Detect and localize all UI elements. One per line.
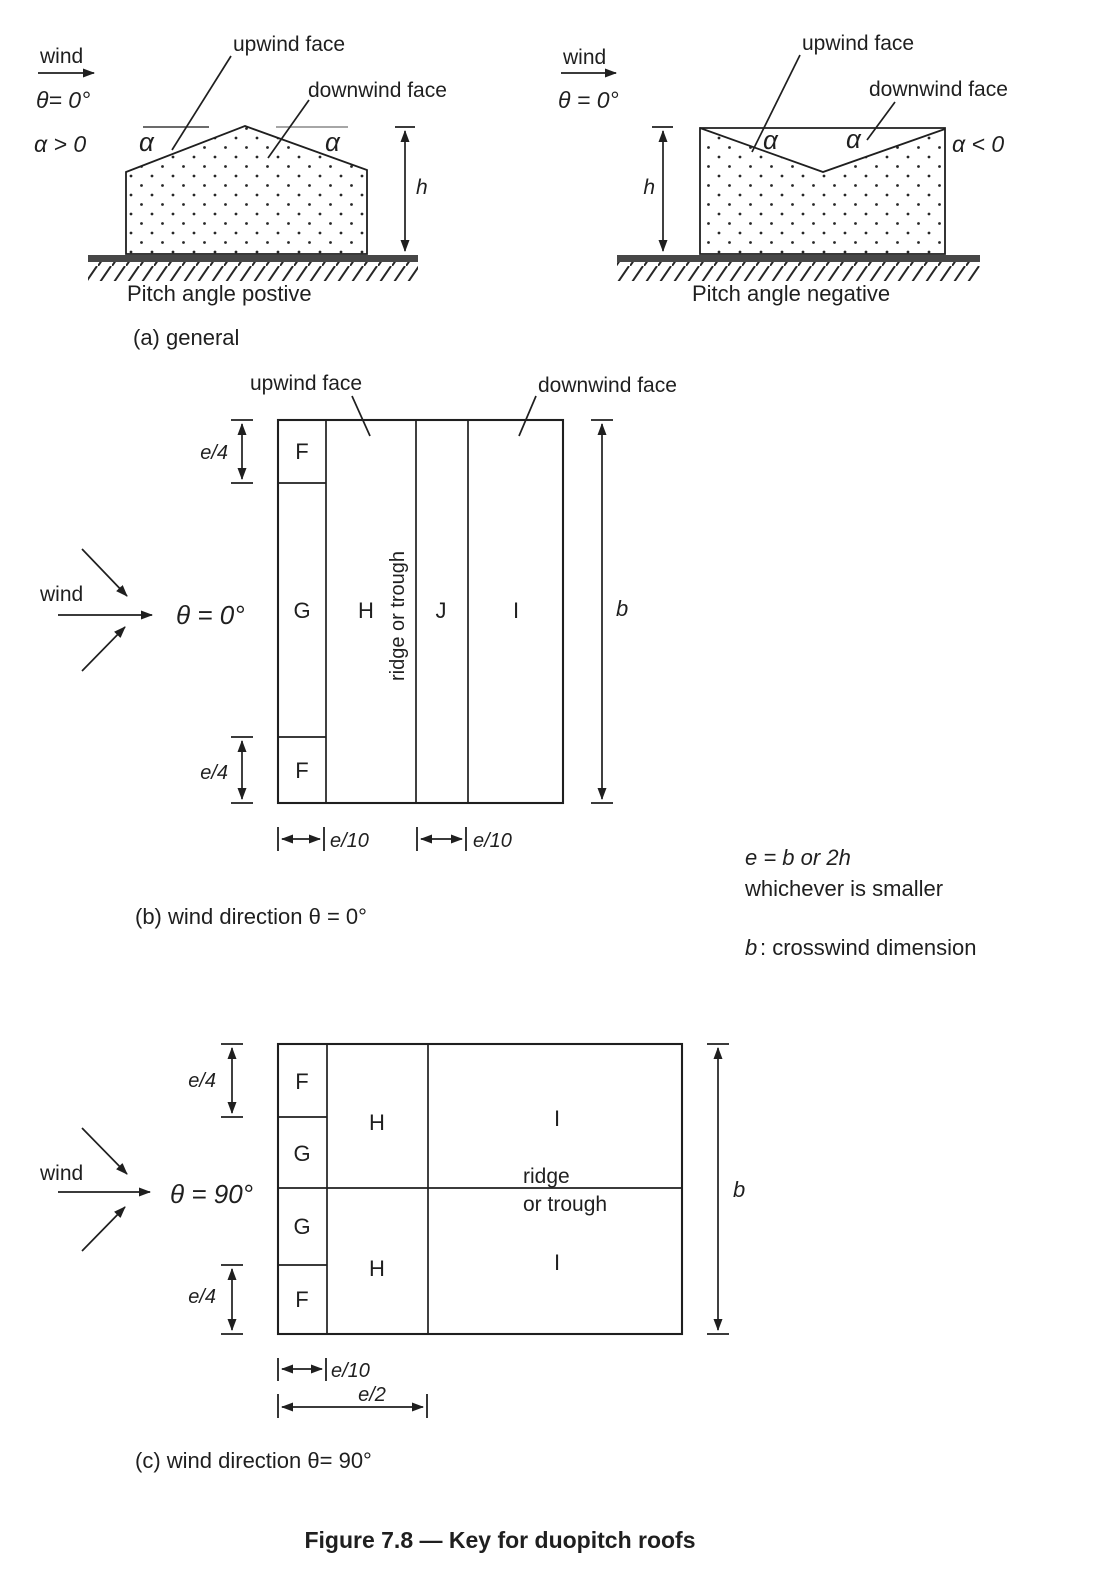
upwind-face-label: upwind face [233,33,345,56]
alpha-sign-label: α < 0 [952,131,1004,157]
ridge-label-line1: ridge [523,1165,570,1188]
e2-label: e/2 [358,1384,386,1406]
zone-f-bottom-label: F [295,758,308,783]
e10-right-label: e/10 [473,830,512,852]
b-definition: : crosswind dimension [760,935,976,960]
b-dim-label: b [616,596,628,621]
upwind-face-leader-line [171,55,232,151]
pitch-negative-caption: Pitch angle negative [692,281,890,306]
pitch-positive-caption: Pitch angle postive [127,281,312,306]
alpha-left-label: α [763,125,779,155]
e4-top-label: e/4 [188,1070,216,1092]
upwind-face-label: upwind face [802,32,914,55]
downwind-face-label: downwind face [308,79,447,102]
e4-bottom-label: e/4 [188,1286,216,1308]
alpha-right-label: α [325,127,341,157]
alpha-right-label: α [846,124,862,154]
wind-arrow-lower-icon [81,1206,126,1252]
zone-i-top-label: I [554,1106,560,1131]
roof-plan-outline [276,1042,684,1336]
ground-hatching [617,262,980,281]
zone-g-label: G [293,598,310,623]
ridge-label-line2: or trough [523,1193,607,1216]
downwind-face-label: downwind face [869,78,1008,101]
downwind-face-leader-line [518,395,537,437]
plan-view-theta-90: F G G F H H I I ridge or trough b e/4 e/… [39,1042,745,1473]
part-c-caption: (c) wind direction θ= 90° [135,1448,372,1473]
zone-h-label: H [358,598,374,623]
definitions-note: e = b or 2h whichever is smaller b : cro… [744,845,976,960]
ground-bar [88,255,418,262]
trough-roof-line [699,127,946,173]
wind-arrow-upper-icon [81,548,128,597]
e10-label: e/10 [331,1360,370,1382]
alpha-left-label: α [139,127,155,157]
part-b-caption: (b) wind direction θ = 0° [135,904,367,929]
negative-pitch-diagram: wind θ = 0° α α α < 0 upwind face downwi… [558,32,1008,306]
downwind-face-label: downwind face [538,374,677,397]
building-section-positive [125,125,368,255]
zone-h-top-label: H [369,1110,385,1135]
wind-label: wind [39,1162,83,1185]
b-dim-label: b [733,1177,745,1202]
b-symbol: b [745,935,757,960]
theta-label: θ = 0° [176,600,245,630]
ground-bar [617,255,980,262]
upwind-face-label: upwind face [250,372,362,395]
zone-i-label: I [513,598,519,623]
wind-label: wind [39,45,83,68]
e4-top-label: e/4 [200,442,228,464]
upwind-face-leader-line [351,395,371,437]
wind-arrow-lower-icon [81,626,126,672]
upwind-face-leader-line [751,54,801,153]
zone-j-label: J [436,598,447,623]
wind-label: wind [39,583,83,606]
plan-view-theta-0: upwind face downwind face F G F H J I ri… [39,372,677,929]
downwind-face-leader-line [866,101,896,141]
building-section-negative [699,127,946,255]
theta-label: θ = 0° [558,87,619,113]
e4-bottom-label: e/4 [200,762,228,784]
building-fill-negative [700,128,945,254]
downwind-face-leader-line [267,99,310,159]
roof-plan-outline [276,418,565,805]
zone-f-top-label: F [295,439,308,464]
e-definition-line2: whichever is smaller [744,876,943,901]
zone-g-top-label: G [293,1141,310,1166]
e-definition-line1: e = b or 2h [745,845,851,870]
part-a-caption: (a) general [133,325,239,350]
zone-g-bottom-label: G [293,1214,310,1239]
ridge-or-trough-label: ridge or trough [387,551,409,681]
e10-left-label: e/10 [330,830,369,852]
wind-label: wind [562,46,606,69]
wind-arrow-upper-icon [81,1127,128,1175]
zone-h-bottom-label: H [369,1256,385,1281]
theta-label: θ= 0° [36,87,90,113]
figure-caption: Figure 7.8 — Key for duopitch roofs [304,1527,695,1553]
alpha-sign-label: α > 0 [34,131,86,157]
ground-hatching [88,262,418,281]
positive-pitch-diagram: wind θ= 0° α > 0 α α upwind face downwin… [34,33,447,306]
zone-f-top-label: F [295,1069,308,1094]
zone-f-bottom-label: F [295,1287,308,1312]
h-label: h [643,176,655,199]
zone-i-bottom-label: I [554,1250,560,1275]
h-label: h [416,176,428,199]
theta-label: θ = 90° [170,1179,253,1209]
